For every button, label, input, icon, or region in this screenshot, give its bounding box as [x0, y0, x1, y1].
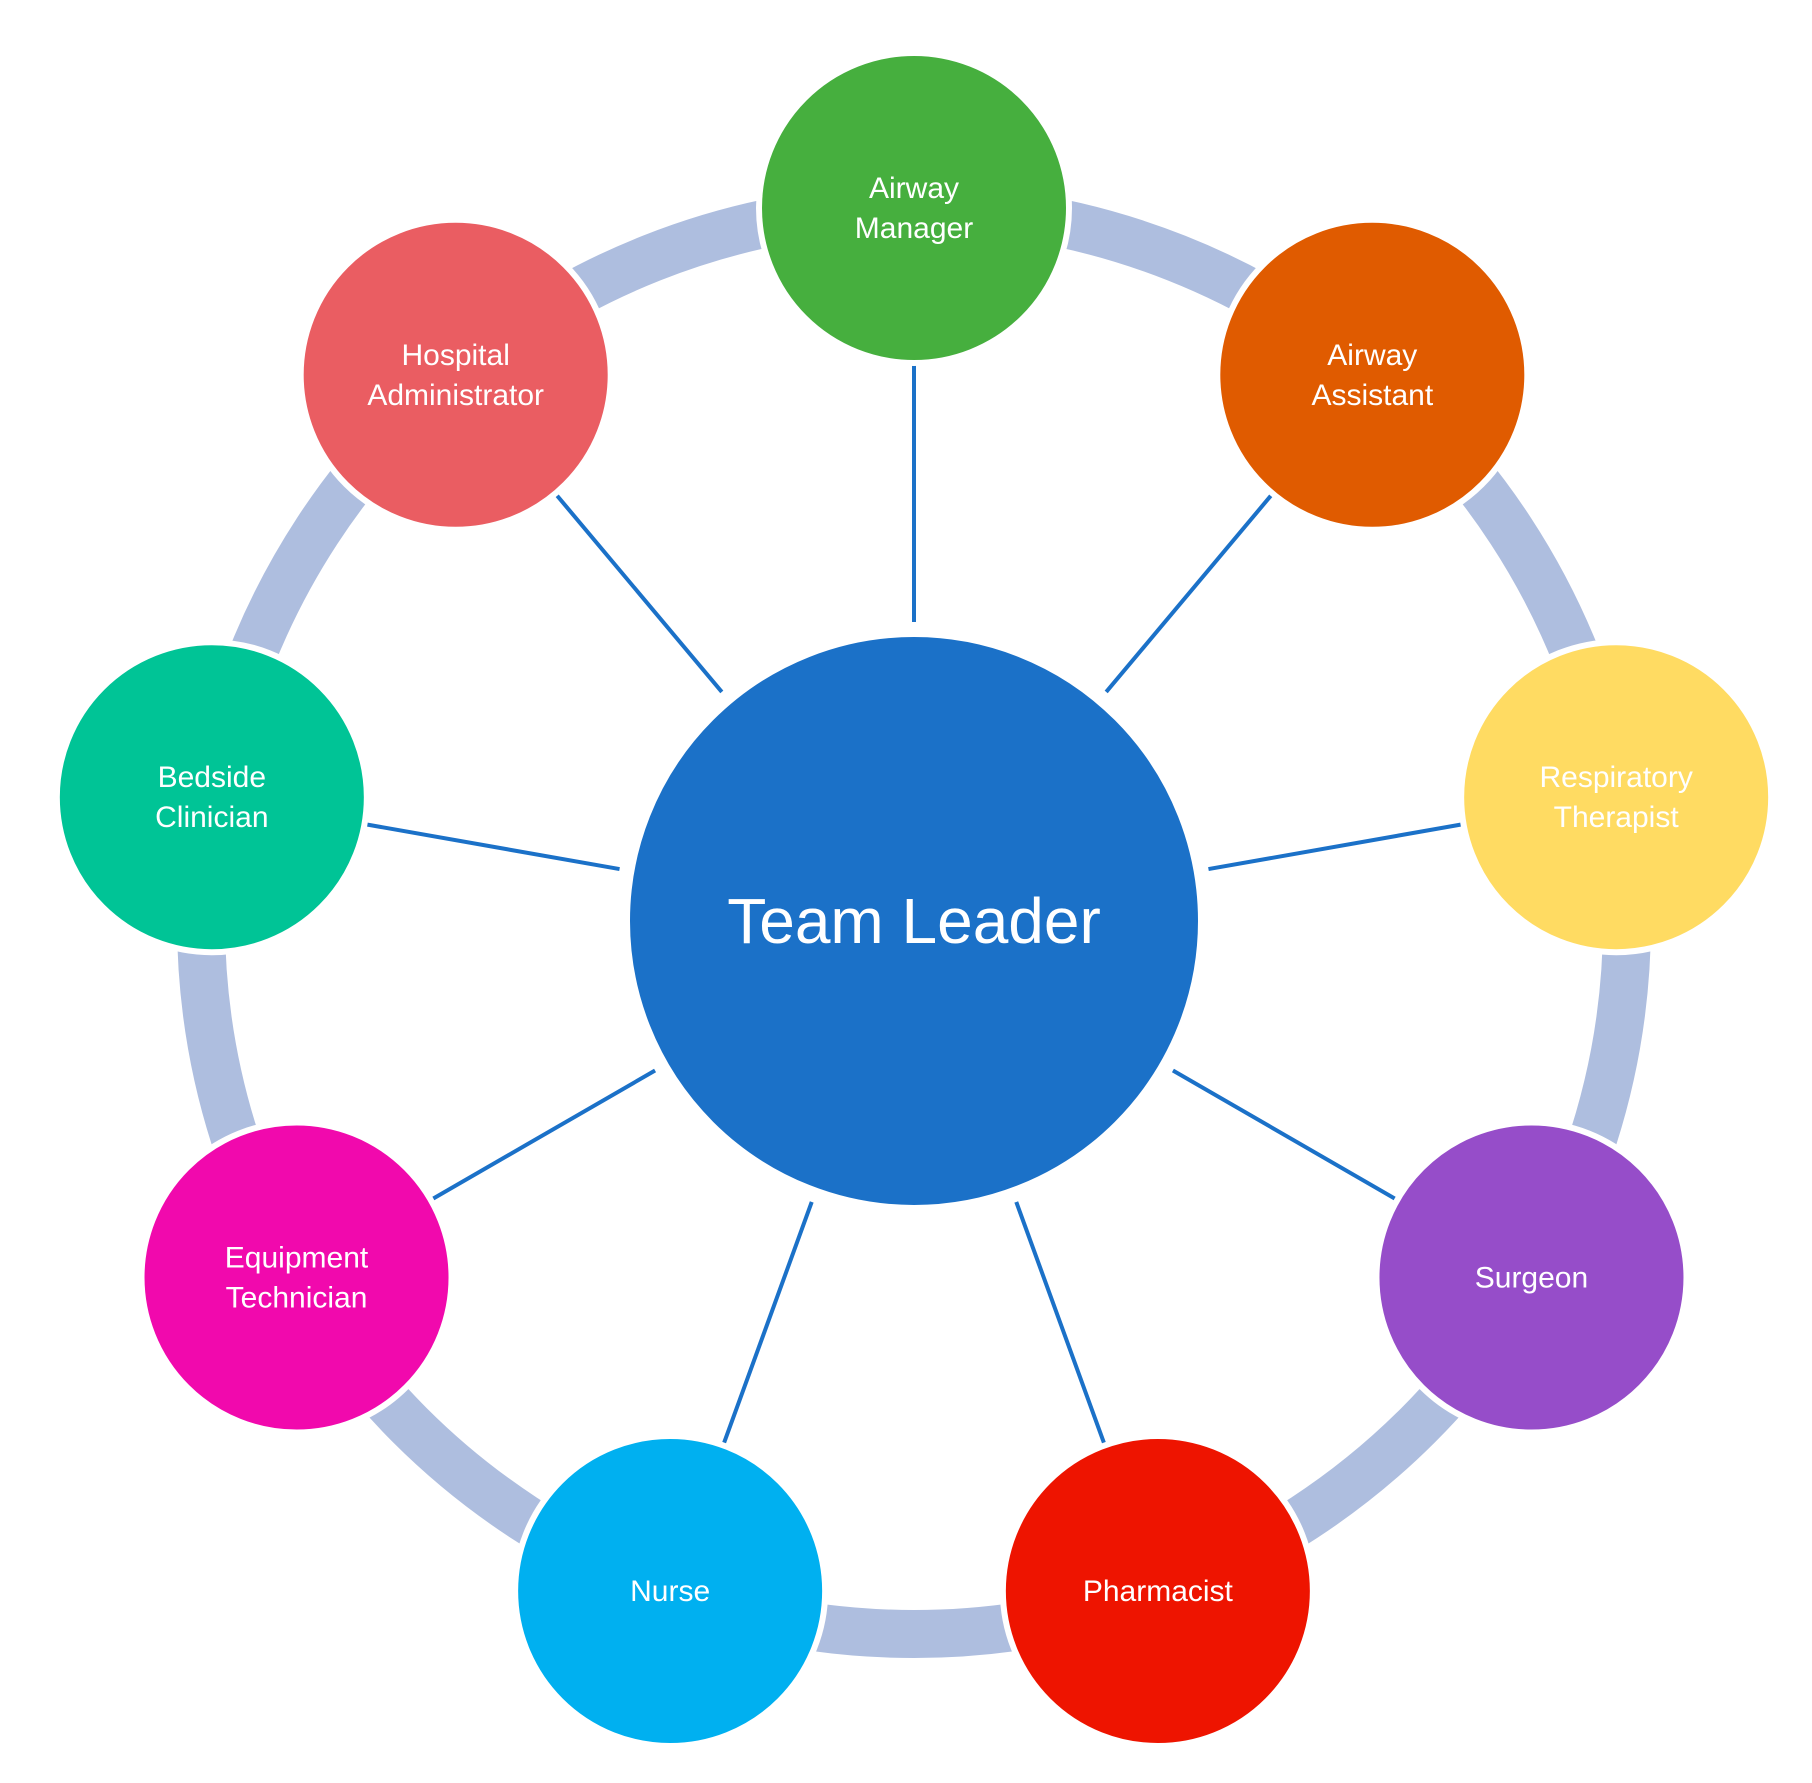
pharmacist-circle [999, 1433, 1316, 1750]
node-surgeon: Surgeon [1373, 1119, 1690, 1436]
equipment-technician-circle [138, 1119, 455, 1436]
airway-assistant-label-line-2: Assistant [1311, 379, 1433, 412]
spoke-respiratory-therapist [1208, 820, 1474, 872]
spoke-nurse [717, 1201, 814, 1456]
equipment-technician-label-line-1: Equipment [225, 1242, 369, 1275]
spoke-surgeon [1171, 1068, 1407, 1207]
surgeon-circle [1373, 1119, 1690, 1436]
spoke-hospital-administrator [547, 484, 724, 694]
hospital-administrator-label-line-1: Hospital [401, 339, 509, 372]
respiratory-therapist-circle [1458, 639, 1775, 956]
airway-assistant-label-line-1: Airway [1327, 339, 1417, 372]
airway-manager-label-line-1: Airway [869, 172, 959, 205]
airway-manager-label-line-2: Manager [855, 212, 973, 245]
airway-manager-circle [756, 50, 1072, 366]
spoke-pharmacist [1014, 1201, 1111, 1456]
bedside-clinician-label-line-1: Bedside [158, 761, 266, 794]
team-leader-circle [624, 631, 1204, 1211]
spoke-airway-assistant [1104, 484, 1281, 694]
spoke-bedside-clinician [354, 820, 620, 872]
hospital-administrator-label-line-2: Administrator [367, 379, 544, 412]
spokes [354, 353, 1474, 1456]
spoke-equipment-technician [421, 1068, 657, 1207]
node-nurse: Nurse [512, 1433, 829, 1750]
node-pharmacist: Pharmacist [999, 1433, 1316, 1750]
respiratory-therapist-label-line-2: Therapist [1554, 801, 1680, 834]
bedside-clinician-circle [53, 639, 370, 956]
airway-assistant-circle [1214, 216, 1531, 533]
nurse-circle [512, 1433, 829, 1750]
equipment-technician-label-line-2: Technician [226, 1282, 368, 1315]
team-leader-node: Team Leader [624, 631, 1204, 1211]
respiratory-therapist-label-line-1: Respiratory [1539, 761, 1692, 794]
pharmacist-label-line-1: Pharmacist [1083, 1575, 1234, 1608]
bedside-clinician-label-line-2: Clinician [155, 801, 268, 834]
role-nodes: AirwayManagerAirwayAssistantRespiratoryT… [53, 50, 1775, 1750]
nurse-label-line-1: Nurse [630, 1575, 710, 1608]
surgeon-label-line-1: Surgeon [1475, 1262, 1588, 1295]
hospital-administrator-circle [297, 216, 614, 533]
team-leader-label: Team Leader [727, 885, 1101, 957]
